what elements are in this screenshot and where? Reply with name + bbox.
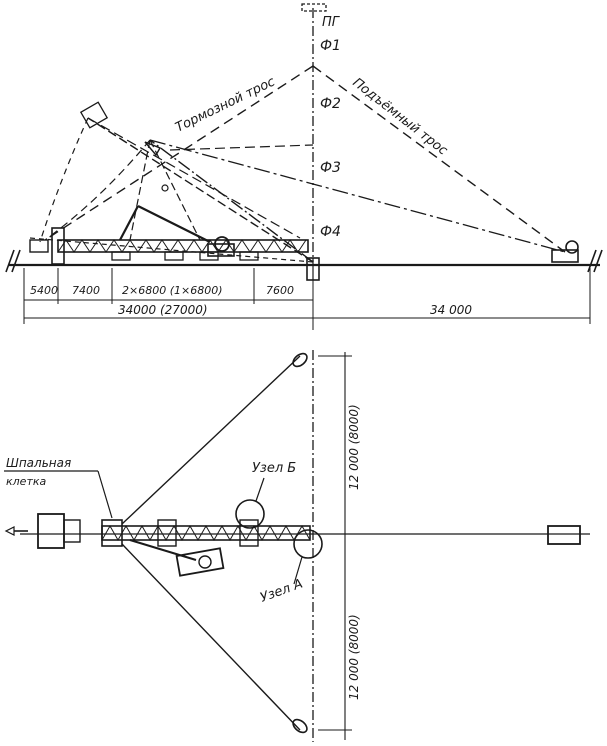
lifting-cable-phase3 [149,139,566,253]
sleeper-cage-box [101,519,123,547]
winch-left-plan [4,513,81,549]
winch-right [551,240,579,263]
label-node-b: Узел Б [252,461,296,476]
crane-plan [129,539,225,577]
mast-position-phase3 [149,139,314,263]
dim-right-total: 34 000 [430,303,472,317]
label-phase1: Ф1 [320,38,341,54]
label-phase2: Ф2 [320,96,341,112]
mast-lattice-plan [101,524,311,542]
guy-line-upper [121,355,301,525]
mast-lattice-horizontal [57,239,309,253]
elevation-view: ПГ Ф1 Ф2 Ф3 Ф4 Тормозной трос Подъёмный … [5,3,603,330]
anchor-lower [292,718,308,734]
lifting-cable [312,65,566,253]
label-phase4: Ф4 [320,224,341,240]
label-phase3: Ф3 [320,160,341,176]
mast-supports [111,251,259,261]
anchor-upper [292,352,308,368]
mobile-crane [119,205,235,257]
label-lifting-cable: Подъёмный трос [350,75,451,158]
dim-seg2: 7400 [72,284,100,297]
vertical-dimension [318,352,352,740]
mast-foot-block [51,227,65,265]
label-top-marker: ПГ [322,15,341,30]
dim-seg3: 2×6800 (1×6800) [122,284,223,297]
gin-pole [144,141,169,192]
left-anchor [29,239,49,253]
winch-right-plan [547,525,581,545]
label-brake-cable: Тормозной трос [173,74,277,135]
mast-top-marker [301,3,327,12]
dimension-chain [23,268,591,330]
plan-view: Шпальная клетка Узел Б Узел А 12 000 (80… [4,350,590,742]
mast-position-phase2 [87,117,314,263]
mast-position-low [29,237,314,263]
guy-line-lower [121,543,301,731]
dim-upper-vertical: 12 000 (8000) [347,404,361,490]
mast-head-phase2 [79,101,109,129]
label-sleeper-cage-1: Шпальная [6,456,71,470]
dim-seg1: 5400 [30,284,58,297]
ground-hatch-left [5,249,21,273]
dim-left-total: 34000 (27000) [118,303,208,317]
ground-hatch-right [587,249,603,273]
label-sleeper-cage-2: клетка [6,475,46,488]
dim-lower-vertical: 12 000 (8000) [347,614,361,700]
node-a-circle [293,529,323,559]
brake-cable [44,65,314,241]
node-b-circle [235,499,265,529]
label-node-a: Узел А [258,577,305,606]
dim-seg4: 7600 [266,284,294,297]
